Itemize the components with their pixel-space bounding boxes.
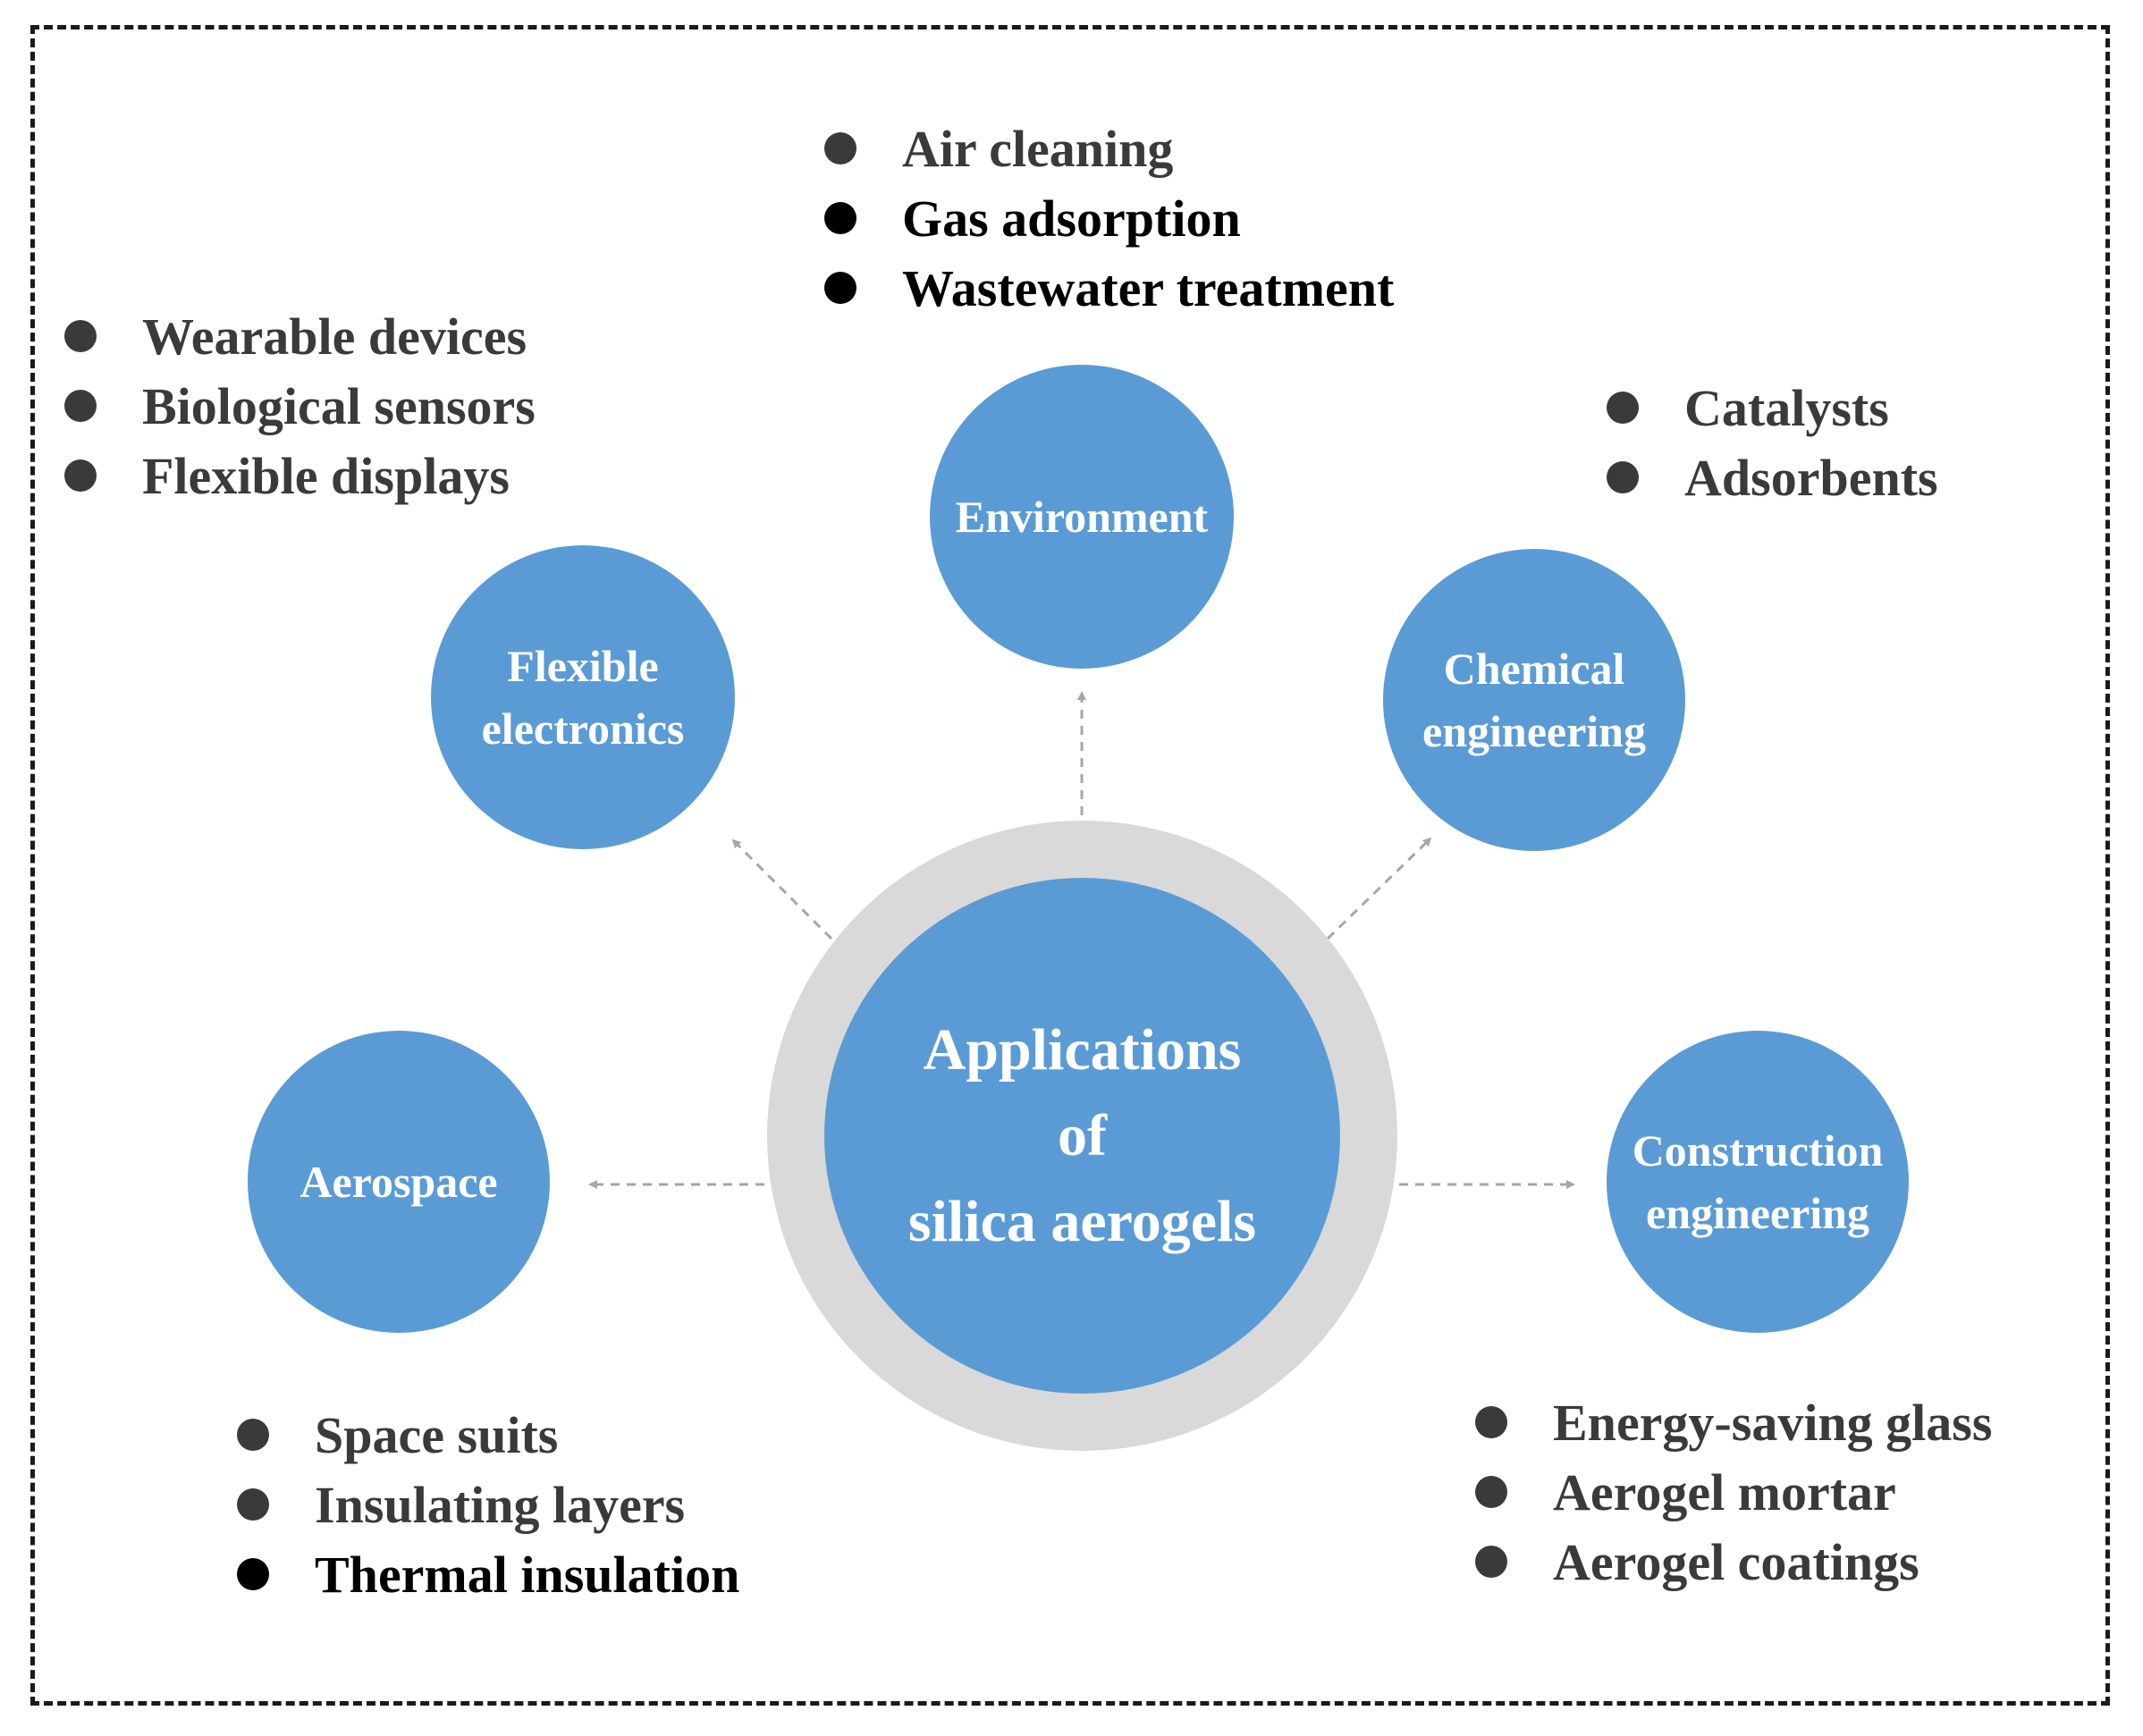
list-item: Insulating layers bbox=[237, 1471, 739, 1540]
construction-engineering-list: Energy-saving glass Aerogel mortar Aerog… bbox=[1475, 1388, 1992, 1597]
bullet-dot-icon bbox=[1607, 392, 1639, 424]
list-item: Adsorbents bbox=[1607, 443, 1938, 513]
list-item: Biological sensors bbox=[64, 372, 536, 442]
node-construction-engineering-label: Construction engineering bbox=[1632, 1125, 1884, 1238]
list-item: Thermal insulation bbox=[237, 1540, 739, 1610]
node-flexible-electronics-label: Flexible electronics bbox=[481, 641, 685, 754]
center-node: Applications of silica aerogels bbox=[824, 878, 1340, 1394]
list-item: Wastewater treatment bbox=[824, 254, 1394, 324]
list-item-text: Flexible displays bbox=[142, 447, 510, 505]
list-item: Space suits bbox=[237, 1401, 739, 1471]
list-item-text: Wearable devices bbox=[142, 308, 527, 366]
bullet-dot-icon bbox=[824, 132, 856, 164]
bullet-dot-icon bbox=[824, 272, 856, 304]
list-item-text: Space suits bbox=[315, 1406, 559, 1464]
bullet-dot-icon bbox=[1475, 1476, 1507, 1508]
bullet-dot-icon bbox=[64, 390, 97, 422]
bullet-dot-icon bbox=[64, 320, 97, 352]
node-aerospace-label: Aerospace bbox=[300, 1157, 498, 1207]
list-item: Aerogel coatings bbox=[1475, 1528, 1992, 1597]
list-item-text: Biological sensors bbox=[142, 377, 536, 435]
node-construction-engineering: Construction engineering bbox=[1607, 1031, 1909, 1333]
list-item-text: Aerogel coatings bbox=[1553, 1533, 1919, 1591]
list-item: Air cleaning bbox=[824, 114, 1394, 184]
list-item-text: Insulating layers bbox=[315, 1476, 686, 1534]
bullet-dot-icon bbox=[1475, 1546, 1507, 1578]
list-item: Wearable devices bbox=[64, 302, 536, 372]
environment-list: Air cleaning Gas adsorption Wastewater t… bbox=[824, 114, 1394, 324]
bullet-dot-icon bbox=[824, 202, 856, 234]
list-item-text: Aerogel mortar bbox=[1553, 1463, 1896, 1521]
node-aerospace: Aerospace bbox=[248, 1031, 550, 1333]
list-item-text: Energy-saving glass bbox=[1553, 1394, 1993, 1452]
node-flexible-electronics: Flexible electronics bbox=[431, 545, 735, 849]
aerospace-list: Space suits Insulating layers Thermal in… bbox=[237, 1401, 739, 1610]
bullet-dot-icon bbox=[237, 1419, 269, 1451]
bullet-dot-icon bbox=[237, 1488, 269, 1521]
list-item: Catalysts bbox=[1607, 374, 1938, 443]
list-item-text: Air cleaning bbox=[902, 120, 1174, 178]
list-item-text: Gas adsorption bbox=[902, 190, 1241, 248]
list-item-text: Catalysts bbox=[1684, 379, 1889, 437]
arrow-to-chemical-engineering bbox=[1326, 837, 1432, 940]
center-label: Applications of silica aerogels bbox=[907, 1016, 1257, 1254]
bullet-dot-icon bbox=[1607, 461, 1639, 493]
list-item: Flexible displays bbox=[64, 442, 536, 511]
list-item-text: Thermal insulation bbox=[315, 1546, 740, 1604]
node-environment-label: Environment bbox=[955, 492, 1209, 542]
node-chemical-engineering-label: Chemical engineering bbox=[1422, 644, 1646, 756]
bullet-dot-icon bbox=[64, 459, 97, 492]
list-item-text: Wastewater treatment bbox=[902, 259, 1395, 317]
bullet-dot-icon bbox=[1475, 1406, 1507, 1438]
flexible-electronics-list: Wearable devices Biological sensors Flex… bbox=[64, 302, 536, 511]
arrow-to-flexible-electronics bbox=[731, 839, 833, 940]
list-item: Aerogel mortar bbox=[1475, 1458, 1992, 1528]
bullet-dot-icon bbox=[237, 1558, 269, 1590]
dashed-frame bbox=[30, 25, 2110, 1706]
node-environment: Environment bbox=[930, 365, 1234, 669]
chemical-engineering-list: Catalysts Adsorbents bbox=[1607, 374, 1938, 513]
node-chemical-engineering: Chemical engineering bbox=[1383, 549, 1685, 851]
list-item: Gas adsorption bbox=[824, 184, 1394, 254]
list-item: Energy-saving glass bbox=[1475, 1388, 1992, 1458]
list-item-text: Adsorbents bbox=[1684, 449, 1938, 507]
